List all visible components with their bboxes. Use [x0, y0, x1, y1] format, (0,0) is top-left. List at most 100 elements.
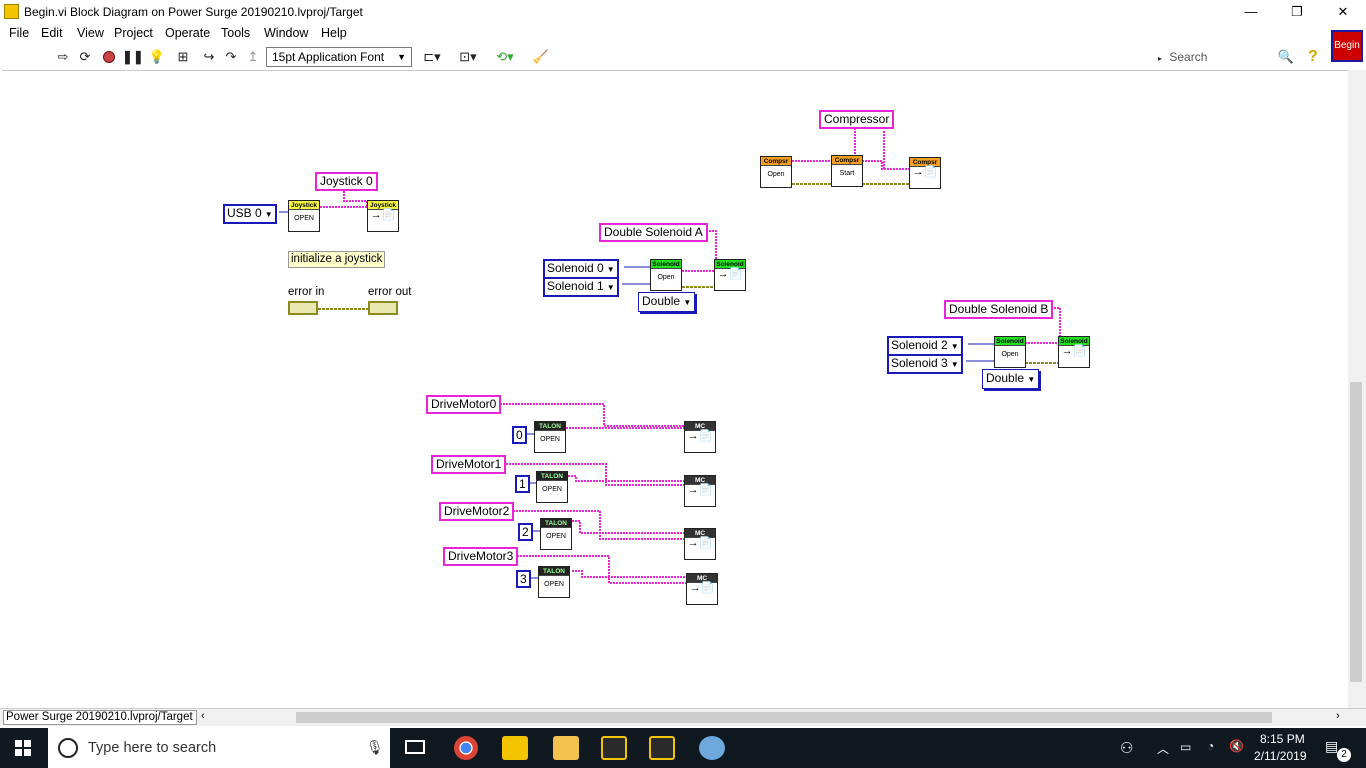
vertical-scroll-thumb[interactable] — [1350, 382, 1362, 682]
paint-icon[interactable] — [699, 736, 725, 760]
menu-help[interactable]: Help — [321, 26, 347, 40]
solenoid-1-control[interactable]: Solenoid 1▼ — [543, 277, 619, 297]
menu-file[interactable]: File — [9, 26, 30, 40]
motor1-mc-vi[interactable]: MC →📄 — [684, 475, 716, 507]
restore-button[interactable]: ❐ — [1291, 4, 1303, 19]
solenoid-2-control[interactable]: Solenoid 2▼ — [887, 336, 963, 356]
scroll-left-icon[interactable]: ‹ — [201, 710, 205, 722]
compressor-start-vi[interactable]: Compsr Start — [831, 155, 863, 187]
compressor-open-vi[interactable]: Compsr Open — [760, 156, 792, 188]
labview-vi-icon-1[interactable] — [601, 736, 627, 760]
clock-time[interactable]: 8:15 PM — [1260, 732, 1305, 746]
solenoid-b-open-vi[interactable]: Solenoid Open — [994, 336, 1026, 368]
solenoid-b-ref-constant[interactable]: Double Solenoid B — [944, 300, 1054, 319]
motor2-talon-open-vi[interactable]: TALON OPEN — [540, 518, 572, 550]
menu-edit[interactable]: Edit — [41, 26, 63, 40]
motor1-ref-constant[interactable]: DriveMotor1 — [431, 455, 507, 474]
battery-icon[interactable]: ▭ — [1180, 740, 1192, 754]
motor0-ref-constant[interactable]: DriveMotor0 — [426, 395, 502, 414]
reorder-icon[interactable]: ⟲▾ — [496, 49, 514, 64]
show-hidden-icons[interactable]: ︿ — [1157, 742, 1170, 756]
solenoid-b-type-ring[interactable]: Double ▼ — [982, 369, 1040, 389]
search-box[interactable]: ▸ Search 🔍 — [1158, 47, 1304, 67]
distribute-objects-icon[interactable]: ⊡▾ — [459, 49, 477, 64]
motor1-index[interactable]: 1 — [515, 475, 530, 493]
retain-wire-values-icon[interactable]: ⊞ — [177, 49, 189, 64]
compressor-ref-vi[interactable]: Compsr →📄 — [909, 157, 941, 189]
step-into-icon[interactable]: ↪ — [203, 49, 215, 64]
compressor-ref-constant[interactable]: Compressor — [819, 110, 895, 129]
solenoid-a-open-vi[interactable]: Solenoid Open — [650, 259, 682, 291]
usb-control[interactable]: USB 0▼ — [223, 204, 277, 224]
solenoid-0-control[interactable]: Solenoid 0▼ — [543, 259, 619, 279]
step-over-icon[interactable]: ↷ — [225, 49, 237, 64]
highlight-execution-icon[interactable]: 💡 — [148, 49, 166, 64]
motor3-ref-constant[interactable]: DriveMotor3 — [443, 547, 519, 566]
project-path[interactable]: Power Surge 20190210.lvproj/Target — [3, 710, 197, 725]
context-help-icon[interactable]: ? — [1308, 48, 1318, 65]
solenoid-b-type-value: Double — [986, 371, 1025, 385]
run-continuously-icon[interactable]: ⟳ — [79, 49, 91, 64]
joystick-ref-vi[interactable]: Joystick →📄 — [367, 200, 399, 232]
motor3-mc-vi[interactable]: MC →📄 — [686, 573, 718, 605]
notification-icon[interactable]: ▤ — [1325, 738, 1339, 754]
motor2-ref-constant[interactable]: DriveMotor2 — [439, 502, 515, 521]
font-select[interactable]: 15pt Application Font ▼ — [266, 47, 412, 67]
chevron-down-icon: ▼ — [950, 360, 959, 369]
document-icon: →📄 — [687, 430, 713, 442]
motor3-talon-open-vi[interactable]: TALON OPEN — [538, 566, 570, 598]
solenoid-3-control[interactable]: Solenoid 3▼ — [887, 354, 963, 374]
taskbar-search-box[interactable]: Type here to search 🎙 — [48, 728, 390, 768]
error-out-cluster[interactable] — [368, 301, 398, 315]
menu-project[interactable]: Project — [114, 26, 153, 40]
motor2-index[interactable]: 2 — [518, 523, 533, 541]
abort-icon[interactable] — [100, 49, 118, 65]
step-out-icon[interactable]: ↥ — [247, 49, 259, 64]
menu-tools[interactable]: Tools — [221, 26, 251, 40]
windows-start-icon[interactable] — [15, 740, 31, 756]
compressor-open-header: Compsr — [761, 157, 791, 166]
chrome-icon[interactable] — [454, 736, 478, 760]
taskbar-search-input[interactable]: Type here to search — [88, 740, 217, 756]
menu-operate[interactable]: Operate — [165, 26, 211, 40]
motor3-index[interactable]: 3 — [516, 570, 531, 588]
solenoid-b-ref-vi[interactable]: Solenoid →📄 — [1058, 336, 1090, 368]
vi-icon[interactable]: Begin — [1331, 30, 1363, 62]
pause-icon[interactable]: ❚❚ — [122, 49, 144, 64]
clock-date[interactable]: 2/11/2019 — [1254, 749, 1307, 763]
solenoid-a-ref-constant[interactable]: Double Solenoid A — [599, 223, 708, 242]
microphone-icon[interactable]: 🎙 — [366, 739, 384, 755]
clean-up-diagram-icon[interactable]: 🧹 — [532, 49, 550, 64]
wire-motor3 — [517, 555, 686, 584]
motor0-mc-vi[interactable]: MC →📄 — [684, 421, 716, 453]
block-diagram-canvas[interactable]: Joystick 0 USB 0▼ Joystick OPEN Joystick… — [2, 70, 1348, 708]
motor2-mc-vi[interactable]: MC →📄 — [684, 528, 716, 560]
motor0-index[interactable]: 0 — [512, 426, 527, 444]
wifi-icon[interactable]: ◔ — [1207, 739, 1215, 753]
align-objects-icon[interactable]: ⊏▾ — [423, 49, 441, 64]
labview-vi-icon-2[interactable] — [649, 736, 675, 760]
menu-view[interactable]: View — [77, 26, 104, 40]
motor0-talon-open-vi[interactable]: TALON OPEN — [534, 421, 566, 453]
people-icon[interactable]: ⚇ — [1120, 740, 1134, 757]
motor1-talon-open-vi[interactable]: TALON OPEN — [536, 471, 568, 503]
close-button[interactable]: ✕ — [1337, 4, 1349, 19]
minimize-button[interactable]: — — [1244, 4, 1258, 19]
file-explorer-icon[interactable] — [553, 736, 579, 760]
joystick-comment: initialize a joystick — [288, 251, 386, 268]
joystick-open-vi[interactable]: Joystick OPEN — [288, 200, 320, 232]
vertical-scrollbar[interactable] — [1348, 70, 1366, 708]
menu-window[interactable]: Window — [264, 26, 309, 40]
horizontal-scroll-thumb[interactable] — [296, 712, 1272, 723]
volume-mute-icon[interactable]: 🔇 — [1229, 739, 1244, 753]
search-icon[interactable]: 🔍 — [1277, 49, 1294, 64]
joystick-ref-constant[interactable]: Joystick 0 — [315, 172, 378, 191]
error-in-cluster[interactable] — [288, 301, 318, 315]
solenoid-a-ref-vi[interactable]: Solenoid →📄 — [714, 259, 746, 291]
labview-taskbar-icon[interactable] — [502, 736, 528, 760]
solenoid-a-type-ring[interactable]: Double ▼ — [638, 292, 696, 312]
run-arrow-icon[interactable]: ⇨ — [57, 49, 69, 64]
scroll-right-icon[interactable]: › — [1336, 710, 1340, 722]
task-view-icon[interactable] — [405, 740, 425, 754]
search-input[interactable]: Search — [1169, 50, 1208, 64]
